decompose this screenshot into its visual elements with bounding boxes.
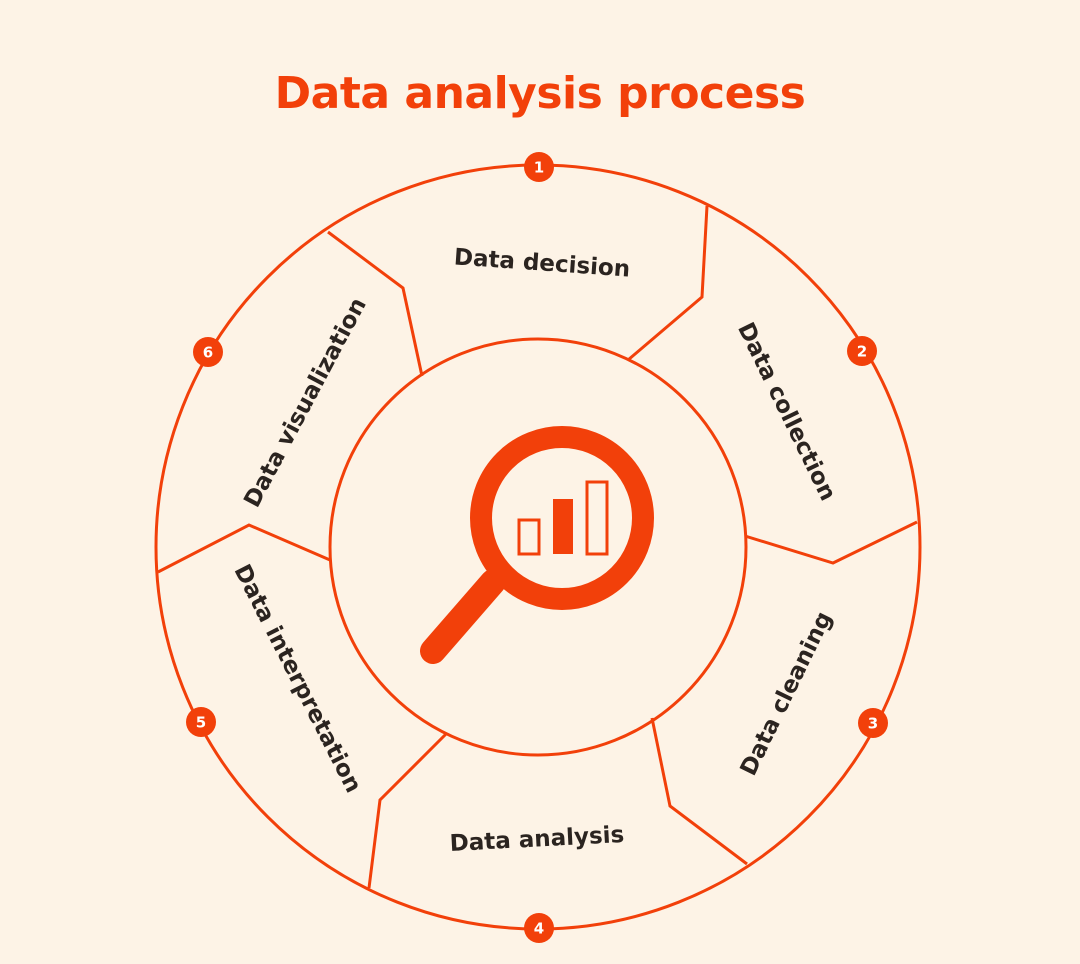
step-number-2: 2 xyxy=(857,343,867,361)
step-badge-6: 6 xyxy=(193,337,223,367)
step-number-1: 1 xyxy=(534,159,544,177)
divider-interpretation-visualization xyxy=(157,523,331,574)
step-badge-3: 3 xyxy=(858,708,888,738)
step-badge-4: 4 xyxy=(524,913,554,943)
step-number-4: 4 xyxy=(534,920,544,938)
step-badge-5: 5 xyxy=(186,707,216,737)
step-label-data-cleaning: Data cleaning xyxy=(736,608,838,780)
step-number-5: 5 xyxy=(196,714,206,732)
bar-medium xyxy=(553,499,573,554)
step-label-data-analysis: Data analysis xyxy=(449,822,625,857)
divider-visualization-decision xyxy=(327,230,424,377)
divider-cleaning-analysis xyxy=(650,717,748,866)
divider-decision-collection xyxy=(627,205,709,362)
inner-circle xyxy=(328,337,748,757)
magnifier-handle xyxy=(420,569,506,664)
step-number-3: 3 xyxy=(868,715,878,733)
divider-analysis-interpretation xyxy=(367,732,448,889)
step-badge-2: 2 xyxy=(847,336,877,366)
step-label-data-interpretation: Data interpretation xyxy=(229,560,367,797)
step-label-data-collection: Data collection xyxy=(732,319,841,505)
diagram-title: Data analysis process xyxy=(274,68,806,119)
magnifying-glass-bar-chart-icon xyxy=(420,426,654,664)
bar-short xyxy=(517,518,541,556)
step-number-6: 6 xyxy=(203,344,213,362)
magnifier-lens xyxy=(470,426,654,610)
bar-tall xyxy=(585,480,609,556)
step-badge-1: 1 xyxy=(524,152,554,182)
step-label-data-visualization: Data visualization xyxy=(239,294,371,512)
divider-collection-cleaning xyxy=(744,520,918,565)
step-label-data-decision: Data decision xyxy=(453,244,631,282)
